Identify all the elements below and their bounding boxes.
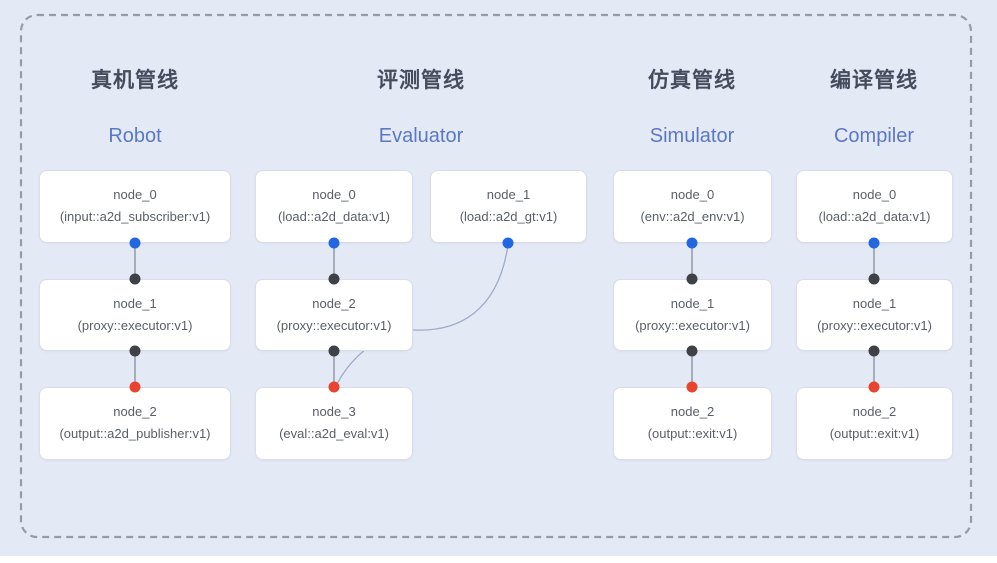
pipeline-node: node_1(proxy::executor:v1) bbox=[613, 279, 772, 351]
pipeline-title-en: Robot bbox=[108, 125, 162, 147]
node-subtitle: (load::a2d_data:v1) bbox=[818, 209, 931, 224]
pipeline-node: node_1(load::a2d_gt:v1) bbox=[430, 170, 587, 243]
pipeline-title-en: Evaluator bbox=[378, 125, 464, 147]
node-label: node_1 bbox=[486, 187, 531, 203]
pipeline-title-zh: 真机管线 bbox=[91, 69, 179, 92]
node-label: node_2 bbox=[852, 404, 897, 420]
pipeline-node: node_1(proxy::executor:v1) bbox=[39, 279, 231, 351]
node-subtitle: (env::a2d_env:v1) bbox=[640, 209, 745, 224]
node-subtitle: (proxy::executor:v1) bbox=[635, 317, 750, 333]
pipeline-title-zh: 评测管线 bbox=[377, 69, 465, 92]
pipeline-node: node_2(proxy::executor:v1) bbox=[255, 279, 413, 351]
node-subtitle: (output::exit:v1) bbox=[647, 426, 738, 441]
pipeline-title-en: Simulator bbox=[649, 125, 735, 147]
pipeline-title-zh: 编译管线 bbox=[830, 69, 918, 92]
node-subtitle: (load::a2d_gt:v1) bbox=[459, 209, 558, 224]
pipeline-node: node_2(output::a2d_publisher:v1) bbox=[39, 387, 231, 460]
pipeline-node: node_0(load::a2d_data:v1) bbox=[255, 170, 413, 243]
node-label: node_2 bbox=[670, 404, 715, 420]
node-label: node_1 bbox=[852, 295, 897, 311]
node-subtitle: (proxy::executor:v1) bbox=[77, 317, 193, 333]
pipeline-node: node_0(env::a2d_env:v1) bbox=[613, 170, 772, 243]
pipeline-node: node_0(load::a2d_data:v1) bbox=[796, 170, 953, 243]
node-subtitle: (input::a2d_subscriber:v1) bbox=[59, 209, 211, 224]
node-label: node_0 bbox=[852, 187, 897, 203]
node-subtitle: (load::a2d_data:v1) bbox=[277, 209, 391, 224]
node-label: node_0 bbox=[113, 187, 157, 203]
node-subtitle: (output::a2d_publisher:v1) bbox=[59, 426, 211, 441]
node-label: node_0 bbox=[312, 187, 356, 203]
node-label: node_3 bbox=[312, 404, 356, 420]
node-label: node_1 bbox=[670, 295, 715, 311]
node-label: node_0 bbox=[670, 187, 715, 203]
pipeline-node: node_3(eval::a2d_eval:v1) bbox=[255, 387, 413, 460]
pipeline-node: node_2(output::exit:v1) bbox=[613, 387, 772, 460]
node-label: node_2 bbox=[113, 404, 157, 420]
pipeline-title-en: Compiler bbox=[833, 125, 915, 147]
node-subtitle: (eval::a2d_eval:v1) bbox=[279, 426, 389, 441]
pipeline-node: node_2(output::exit:v1) bbox=[796, 387, 953, 460]
node-subtitle: (proxy::executor:v1) bbox=[276, 317, 392, 333]
pipeline-node: node_0(input::a2d_subscriber:v1) bbox=[39, 170, 231, 243]
node-subtitle: (output::exit:v1) bbox=[829, 426, 920, 441]
pipeline-node: node_1(proxy::executor:v1) bbox=[796, 279, 953, 351]
node-label: node_1 bbox=[113, 295, 157, 311]
node-label: node_2 bbox=[312, 295, 356, 311]
pipeline-title-zh: 仿真管线 bbox=[648, 69, 736, 92]
node-subtitle: (proxy::executor:v1) bbox=[817, 317, 932, 333]
